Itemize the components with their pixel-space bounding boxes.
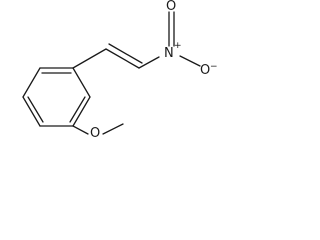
ring-bond-6 [22,67,41,98]
oxygen-ether-atom: O [90,126,100,138]
vinyl-double-bond-a [105,48,140,69]
oxygen-single-charge: − [210,62,218,72]
vinyl-double-bond-b [108,43,143,64]
structure-diagram: N + O O − O [22,0,218,138]
oxygen-double-atom: O [166,0,176,14]
c-n-bond [138,56,160,69]
vinyl-bond-1 [72,48,107,69]
ring-bond-5 [22,96,41,127]
nitrogen-atom: N [164,46,174,61]
o-methyl-bond [102,123,124,135]
ring-o-bond [72,125,89,135]
ring-bond-3 [72,96,91,127]
oxygen-single-atom: O [200,63,210,78]
n-o-single-bond [179,55,201,67]
nitrogen-charge: + [174,41,182,51]
ring-bond-2 [72,67,91,98]
ring-double-inner-2 [69,96,86,123]
ring-double-inner-3 [27,96,44,123]
